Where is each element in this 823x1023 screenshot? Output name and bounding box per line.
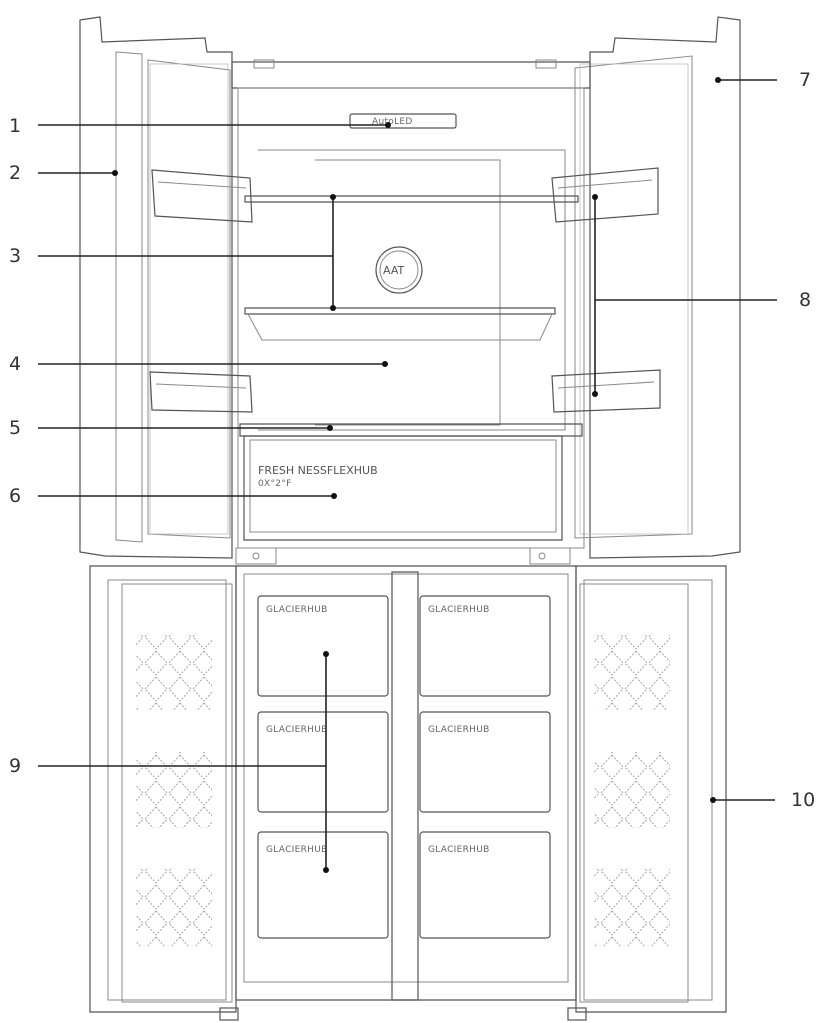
left-door-pattern-3 [136, 868, 212, 946]
middle-hinges [235, 547, 571, 565]
right-lower-door [575, 565, 727, 1013]
glacier-label-left-3: GLACIERHUB [266, 845, 328, 855]
freezer-drawers-right: GLACIERHUB GLACIERHUB GLACIERHUB [419, 595, 551, 939]
crisper-cover [239, 423, 583, 437]
left-door-pattern-1 [136, 634, 212, 710]
left-lower-door [89, 565, 237, 1013]
right-upper-door [574, 16, 741, 559]
callout-6: 6 [9, 485, 337, 507]
left-upper-door [79, 16, 233, 559]
right-door-pattern-2 [594, 752, 670, 828]
aat-text: AAT [383, 264, 405, 277]
callout-4: 4 [9, 353, 388, 375]
aat-badge: AAT [375, 246, 423, 294]
callout-number-2: 2 [9, 162, 21, 184]
right-door-pattern-1 [594, 634, 670, 710]
fresh-drawer: FRESH NESSFLEXHUB 0X°2°F [243, 435, 563, 541]
callout-number-9: 9 [9, 755, 21, 777]
callout-number-5: 5 [9, 417, 21, 439]
glacier-label-left-2: GLACIERHUB [266, 725, 328, 735]
callout-number-3: 3 [9, 245, 21, 267]
glacier-label-left-1: GLACIERHUB [266, 605, 328, 615]
callout-number-1: 1 [9, 115, 21, 137]
freezer-drawers-left: GLACIERHUB GLACIERHUB GLACIERHUB [257, 595, 389, 939]
right-door-pattern-3 [594, 868, 670, 946]
lower-compartment: GLACIERHUB GLACIERHUB GLACIERHUB GLACIER… [89, 565, 727, 1021]
callout-3: 3 [9, 194, 336, 311]
callout-number-7: 7 [799, 69, 811, 91]
glacier-label-right-2: GLACIERHUB [428, 725, 490, 735]
glass-shelves [244, 195, 579, 341]
callout-10: 10 [710, 789, 815, 811]
freezer-cabinet [235, 565, 577, 1001]
right-door-bins [551, 167, 661, 413]
fresh-drawer-text: FRESH NESSFLEXHUB [258, 464, 378, 477]
glacier-label-right-3: GLACIERHUB [428, 845, 490, 855]
callout-7: 7 [715, 69, 811, 91]
fridge-cabinet [231, 59, 591, 549]
callout-number-6: 6 [9, 485, 21, 507]
left-door-pattern-2 [136, 752, 212, 828]
callout-number-8: 8 [799, 289, 811, 311]
callout-number-4: 4 [9, 353, 21, 375]
led-light: AutoLED [349, 113, 457, 129]
callout-8: 8 [592, 194, 811, 397]
callout-1: 1 [9, 115, 391, 137]
left-door-bins [149, 169, 253, 413]
glacier-label-right-1: GLACIERHUB [428, 605, 490, 615]
callouts: 1 2 3 4 5 6 [9, 69, 815, 873]
callout-2: 2 [9, 162, 118, 184]
callout-9: 9 [9, 651, 329, 873]
callout-number-10: 10 [791, 789, 815, 811]
light-tag-text: AutoLED [372, 117, 413, 127]
upper-compartment: AutoLED AAT [79, 16, 741, 565]
callout-5: 5 [9, 417, 333, 439]
feet [219, 1007, 587, 1021]
fresh-sub-text: 0X°2°F [258, 479, 292, 489]
